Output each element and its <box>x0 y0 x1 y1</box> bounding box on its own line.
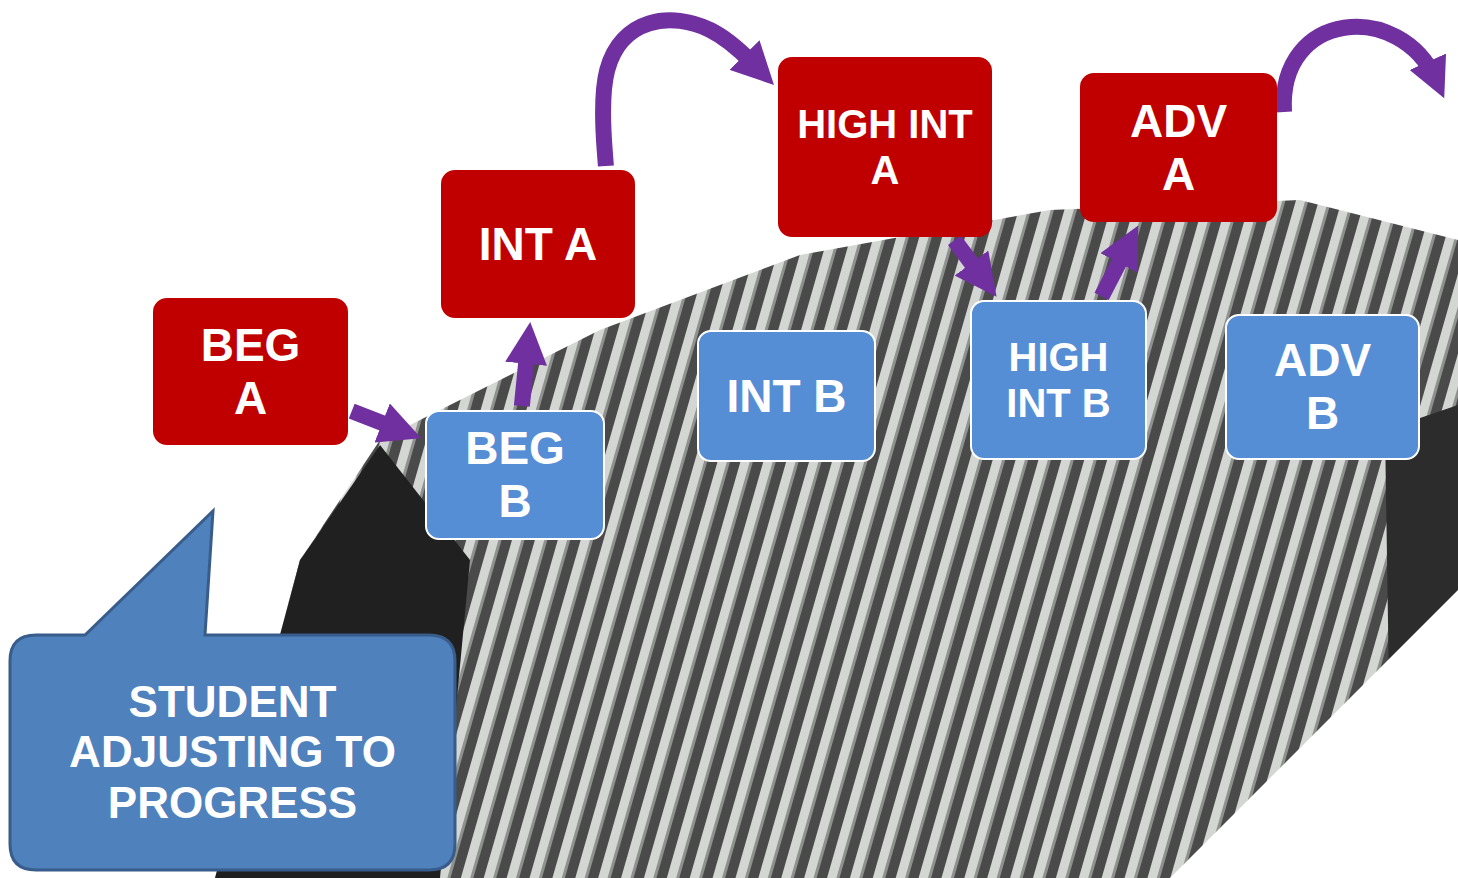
level-label: HIGH INT A <box>790 101 980 193</box>
level-box-a: ADV A <box>1080 73 1277 222</box>
level-label: HIGH INT B <box>984 334 1134 426</box>
level-label: INT A <box>479 218 597 271</box>
level-box-b: INT B <box>697 330 876 462</box>
level-box-b: ADV B <box>1225 314 1420 460</box>
level-label: INT B <box>726 370 846 423</box>
level-box-a: BEG A <box>153 298 348 445</box>
level-label: STUDENT ADJUSTING TO PROGRESS <box>38 677 428 829</box>
level-label: BEG B <box>450 422 580 528</box>
progress-arrow <box>1102 244 1129 296</box>
progress-arrow <box>522 343 528 406</box>
progress-arrow <box>954 240 984 280</box>
level-label: BEG A <box>186 319 316 425</box>
level-box-a: HIGH INT A <box>778 57 992 237</box>
level-label: ADV B <box>1258 334 1388 440</box>
level-box-b: HIGH INT B <box>970 300 1147 460</box>
callout-outline <box>10 511 455 870</box>
progress-arrow <box>603 20 759 166</box>
level-label: ADV A <box>1114 95 1244 201</box>
level-box-b: BEG B <box>425 410 605 540</box>
level-box-a: INT A <box>441 170 635 318</box>
next-step-arrow <box>1284 27 1436 112</box>
fade-corner <box>1170 590 1458 878</box>
callout-bubble: STUDENT ADJUSTING TO PROGRESS <box>10 635 455 870</box>
progress-arrow <box>352 411 402 431</box>
